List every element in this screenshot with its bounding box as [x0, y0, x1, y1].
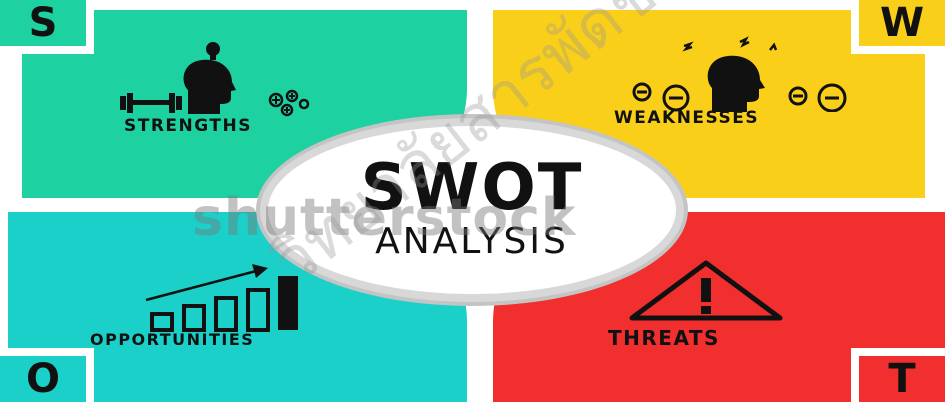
growth-bar-chart-icon: [145, 264, 298, 332]
head-with-minus-signs-icon: [632, 36, 847, 112]
weaknesses-letter-badge: W: [851, 0, 945, 54]
threats-letter-badge: T: [851, 348, 945, 402]
strengths-label: STRENGTHS: [124, 116, 252, 136]
stock-watermark: shutterstock: [192, 188, 577, 248]
threats-label: THREATS: [608, 326, 720, 350]
head-with-dumbbell-icon: [120, 42, 310, 117]
opportunities-label: OPPORTUNITIES: [90, 330, 255, 349]
warning-triangle-icon: [629, 260, 783, 321]
swot-title: SWOT: [360, 151, 584, 225]
analysis-subtitle: ANALYSIS: [375, 221, 569, 262]
opportunities-letter-badge: O: [0, 348, 94, 402]
strengths-letter-badge: S: [0, 0, 94, 54]
swot-center-ellipse: SWOT ANALYSIS: [268, 126, 676, 294]
weaknesses-label: WEAKNESSES: [614, 108, 760, 128]
